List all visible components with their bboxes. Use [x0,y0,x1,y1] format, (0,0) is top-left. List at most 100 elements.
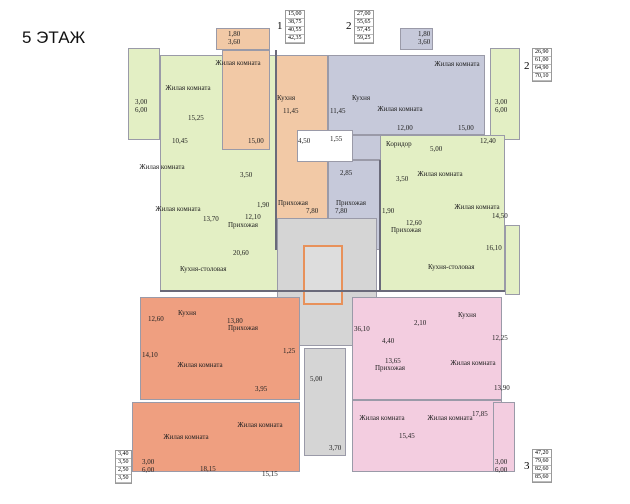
room-label: Жилая комната [165,84,211,92]
balcony-area: 1,80 [418,30,431,38]
room-label: Жилая комната [427,414,473,422]
elevator [303,245,343,305]
room-area: 12,40 [480,137,496,145]
room-label: Кухня-столовая [428,263,475,271]
apt-number: 2 [524,60,530,72]
room-area: 13,90 [494,384,510,392]
balcony-area: 3,00 [495,458,508,466]
balcony-right [490,48,520,140]
balcony-top-2 [400,28,433,50]
room-area: 15,00 [248,137,264,145]
room-label: Жилая комната [377,105,423,113]
room-area: 3,95 [255,385,268,393]
balcony-right-lower [505,225,520,295]
room-area: 14,50 [492,212,508,220]
room-area: 2,10 [414,319,427,327]
room-area: 1,90 [382,207,395,215]
apt-number: 3 [524,460,530,472]
balcony-area: 1,80 [228,30,241,38]
balcony-area: 3,00 [135,98,148,106]
room-area: 13,65 [385,357,401,365]
staircase [304,348,346,456]
apt-number: 2 [346,20,352,32]
room-label: Жилая комната [450,359,496,367]
room-area: 1,25 [283,347,296,355]
room-label: Жилая комната [155,205,201,213]
room-area: 12,25 [492,334,508,342]
room-label: Жилая комната [359,414,405,422]
balcony-left [128,48,160,140]
room-label: Кухня [352,94,371,102]
room-area: 16,10 [486,244,502,252]
floor-title: 5 ЭТАЖ [22,28,86,47]
wall [379,160,381,290]
room-area: 12,60 [148,315,164,323]
room-label: Кухня-столовая [180,265,227,273]
room-area: 18,15 [200,465,216,473]
room-area: 15,45 [399,432,415,440]
balcony-area: 3,60 [418,38,431,46]
room-label: Коридор [386,140,412,148]
room-label: Прихожая [391,226,422,234]
room-label: Жилая комната [434,60,480,68]
apt-number: 1 [277,20,283,32]
room-label: Кухня [178,309,197,317]
room-area: 3,70 [329,444,342,452]
apartment-pink-bottom [352,400,502,472]
wall [160,290,505,292]
balcony-area: 6,00 [495,106,508,114]
apartment-green-right [380,135,505,291]
room-area: 4,40 [382,337,395,345]
room-area: 15,15 [262,470,278,478]
room-area: 10,45 [172,137,188,145]
room-label: Кухня [458,311,477,319]
room-label: Жилая комната [215,59,261,67]
room-label: Прихожая [278,199,309,207]
room-area: 4,50 [298,137,311,145]
balcony-area: 6,00 [495,466,508,474]
room-label: Прихожая [336,199,367,207]
room-label: Прихожая [228,324,259,332]
room-label: Жилая комната [237,421,283,429]
balcony-area: 3,00 [142,458,155,466]
room-label: Жилая комната [454,203,500,211]
apartment-orange-top [140,297,300,400]
balcony-area: 3,00 [495,98,508,106]
room-area: 13,70 [203,215,219,223]
apartment-orange-bottom [132,402,300,472]
room-label: Кухня [277,94,296,102]
apartment-2 [328,55,485,135]
room-area: 1,55 [330,135,343,143]
room-label: Прихожая [228,221,259,229]
room-area: 17,85 [472,410,488,418]
balcony-area: 6,00 [135,106,148,114]
room-area: 5,00 [310,375,323,383]
room-area: 14,10 [142,351,158,359]
room-area: 20,60 [233,249,249,257]
balcony-area: 6,00 [142,466,155,474]
room-label: Жилая комната [417,170,463,178]
apartment-1-bedroom [222,50,270,150]
room-area: 12,00 [397,124,413,132]
room-area: 11,45 [330,107,346,115]
room-area: 15,25 [188,114,204,122]
room-area: 3,50 [396,175,409,183]
room-label: Жилая комната [163,433,209,441]
room-area: 5,00 [430,145,443,153]
room-area: 7,80 [335,207,348,215]
room-area: 3,50 [240,171,253,179]
bath-block [297,130,353,162]
room-area: 7,80 [306,207,319,215]
room-label: Жилая комната [139,163,185,171]
room-label: Жилая комната [177,361,223,369]
room-area: 15,00 [458,124,474,132]
room-area: 13,80 [227,317,243,325]
room-area: 1,90 [257,201,270,209]
balcony-top-1 [216,28,270,50]
